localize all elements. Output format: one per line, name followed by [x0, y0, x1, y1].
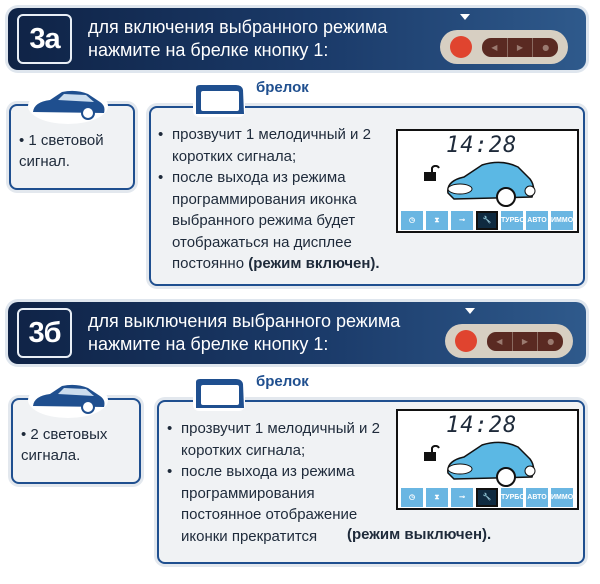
fob-button-1[interactable]: [455, 330, 477, 352]
key-fob-buttons: ◀▶ ●: [440, 14, 568, 64]
immo-icon: ИММО: [551, 211, 573, 230]
header-line: для выключения выбранного режима: [88, 311, 401, 331]
immo-icon: ИММО: [551, 488, 573, 507]
item-text: после выхода из режима программирования …: [172, 169, 357, 272]
hourglass-icon: ⧗: [426, 211, 448, 230]
pointer-triangle-icon: [465, 308, 475, 314]
mode-status: (режим выключен).: [347, 526, 492, 543]
fob-label: брелок: [256, 373, 309, 390]
auto-icon: АВТО: [526, 211, 548, 230]
thermo-key-icon: ⊸: [451, 488, 473, 507]
fob-right-button[interactable]: ▶: [513, 332, 539, 351]
fob-dot-button[interactable]: ●: [542, 43, 550, 52]
clock-icon: ◷: [401, 211, 423, 230]
signal-text: 2 световых сигнала.: [21, 426, 108, 464]
section-enable: 3а для включения выбранного режима нажмит…: [0, 0, 600, 290]
fob-left-button[interactable]: ◀: [482, 38, 508, 57]
section-disable: 3б для выключения выбранного режима нажми…: [0, 294, 600, 584]
list-item: после выхода из режима программирования …: [158, 167, 398, 275]
thermo-key-icon: ⊸: [451, 211, 473, 230]
hourglass-icon: ⧗: [426, 488, 448, 507]
fob-display-icon: [193, 377, 245, 411]
fob-button-1[interactable]: [450, 36, 472, 58]
car-icon: [28, 88, 108, 124]
mode-status: (режим включен).: [248, 255, 380, 272]
clock-icon: ◷: [401, 488, 423, 507]
fob-response-list: прозвучит 1 мелодичный и 2 коротких сигн…: [167, 418, 392, 547]
fob-label: брелок: [256, 79, 309, 96]
car-icon: [447, 441, 536, 487]
auto-icon: АВТО: [526, 488, 548, 507]
wrench-icon: 🔧: [476, 211, 498, 230]
header-text: для включения выбранного режима нажмите н…: [88, 16, 387, 62]
car-icon: [28, 382, 108, 418]
display-time: 14:28: [446, 413, 518, 438]
turbo-icon: ТУРБО: [501, 488, 523, 507]
instruction-header: 3а для включения выбранного режима нажмит…: [8, 8, 586, 70]
fob-response-list: прозвучит 1 мелодичный и 2 коротких сигн…: [158, 124, 398, 275]
step-badge: 3а: [17, 14, 72, 64]
fob-display-icon: [193, 83, 245, 117]
pointer-triangle-icon: [460, 14, 470, 20]
header-line: для включения выбранного режима: [88, 17, 388, 37]
display-time: 14:28: [446, 133, 518, 158]
header-line: нажмите на брелке кнопку 1:: [88, 334, 329, 354]
fob-dot-button[interactable]: ●: [547, 337, 555, 346]
list-item: после выхода из режима программирования …: [167, 461, 567, 547]
fob-right-button[interactable]: ▶: [508, 38, 534, 57]
car-signal-text: • 2 световых сигнала.: [21, 426, 108, 464]
car-icon: [447, 161, 536, 207]
item-text: после выхода из режима программирования …: [181, 463, 358, 545]
instruction-header: 3б для выключения выбранного режима нажми…: [8, 302, 586, 364]
step-badge: 3б: [17, 308, 72, 358]
unlock-icon: [424, 165, 440, 181]
list-item: прозвучит 1 мелодичный и 2 коротких сигн…: [158, 124, 398, 167]
header-text: для выключения выбранного режима нажмите …: [88, 310, 400, 356]
header-line: нажмите на брелке кнопку 1:: [88, 40, 329, 60]
list-item: прозвучит 1 мелодичный и 2 коротких сигн…: [167, 418, 392, 461]
unlock-icon: [424, 445, 440, 461]
fob-left-button[interactable]: ◀: [487, 332, 513, 351]
turbo-icon: ТУРБО: [501, 211, 523, 230]
signal-text: 1 световой сигнал.: [19, 132, 104, 170]
car-signal-text: • 1 световой сигнал.: [19, 132, 104, 170]
wrench-icon: 🔧: [476, 488, 498, 507]
key-fob-buttons: ◀▶ ●: [445, 308, 573, 358]
